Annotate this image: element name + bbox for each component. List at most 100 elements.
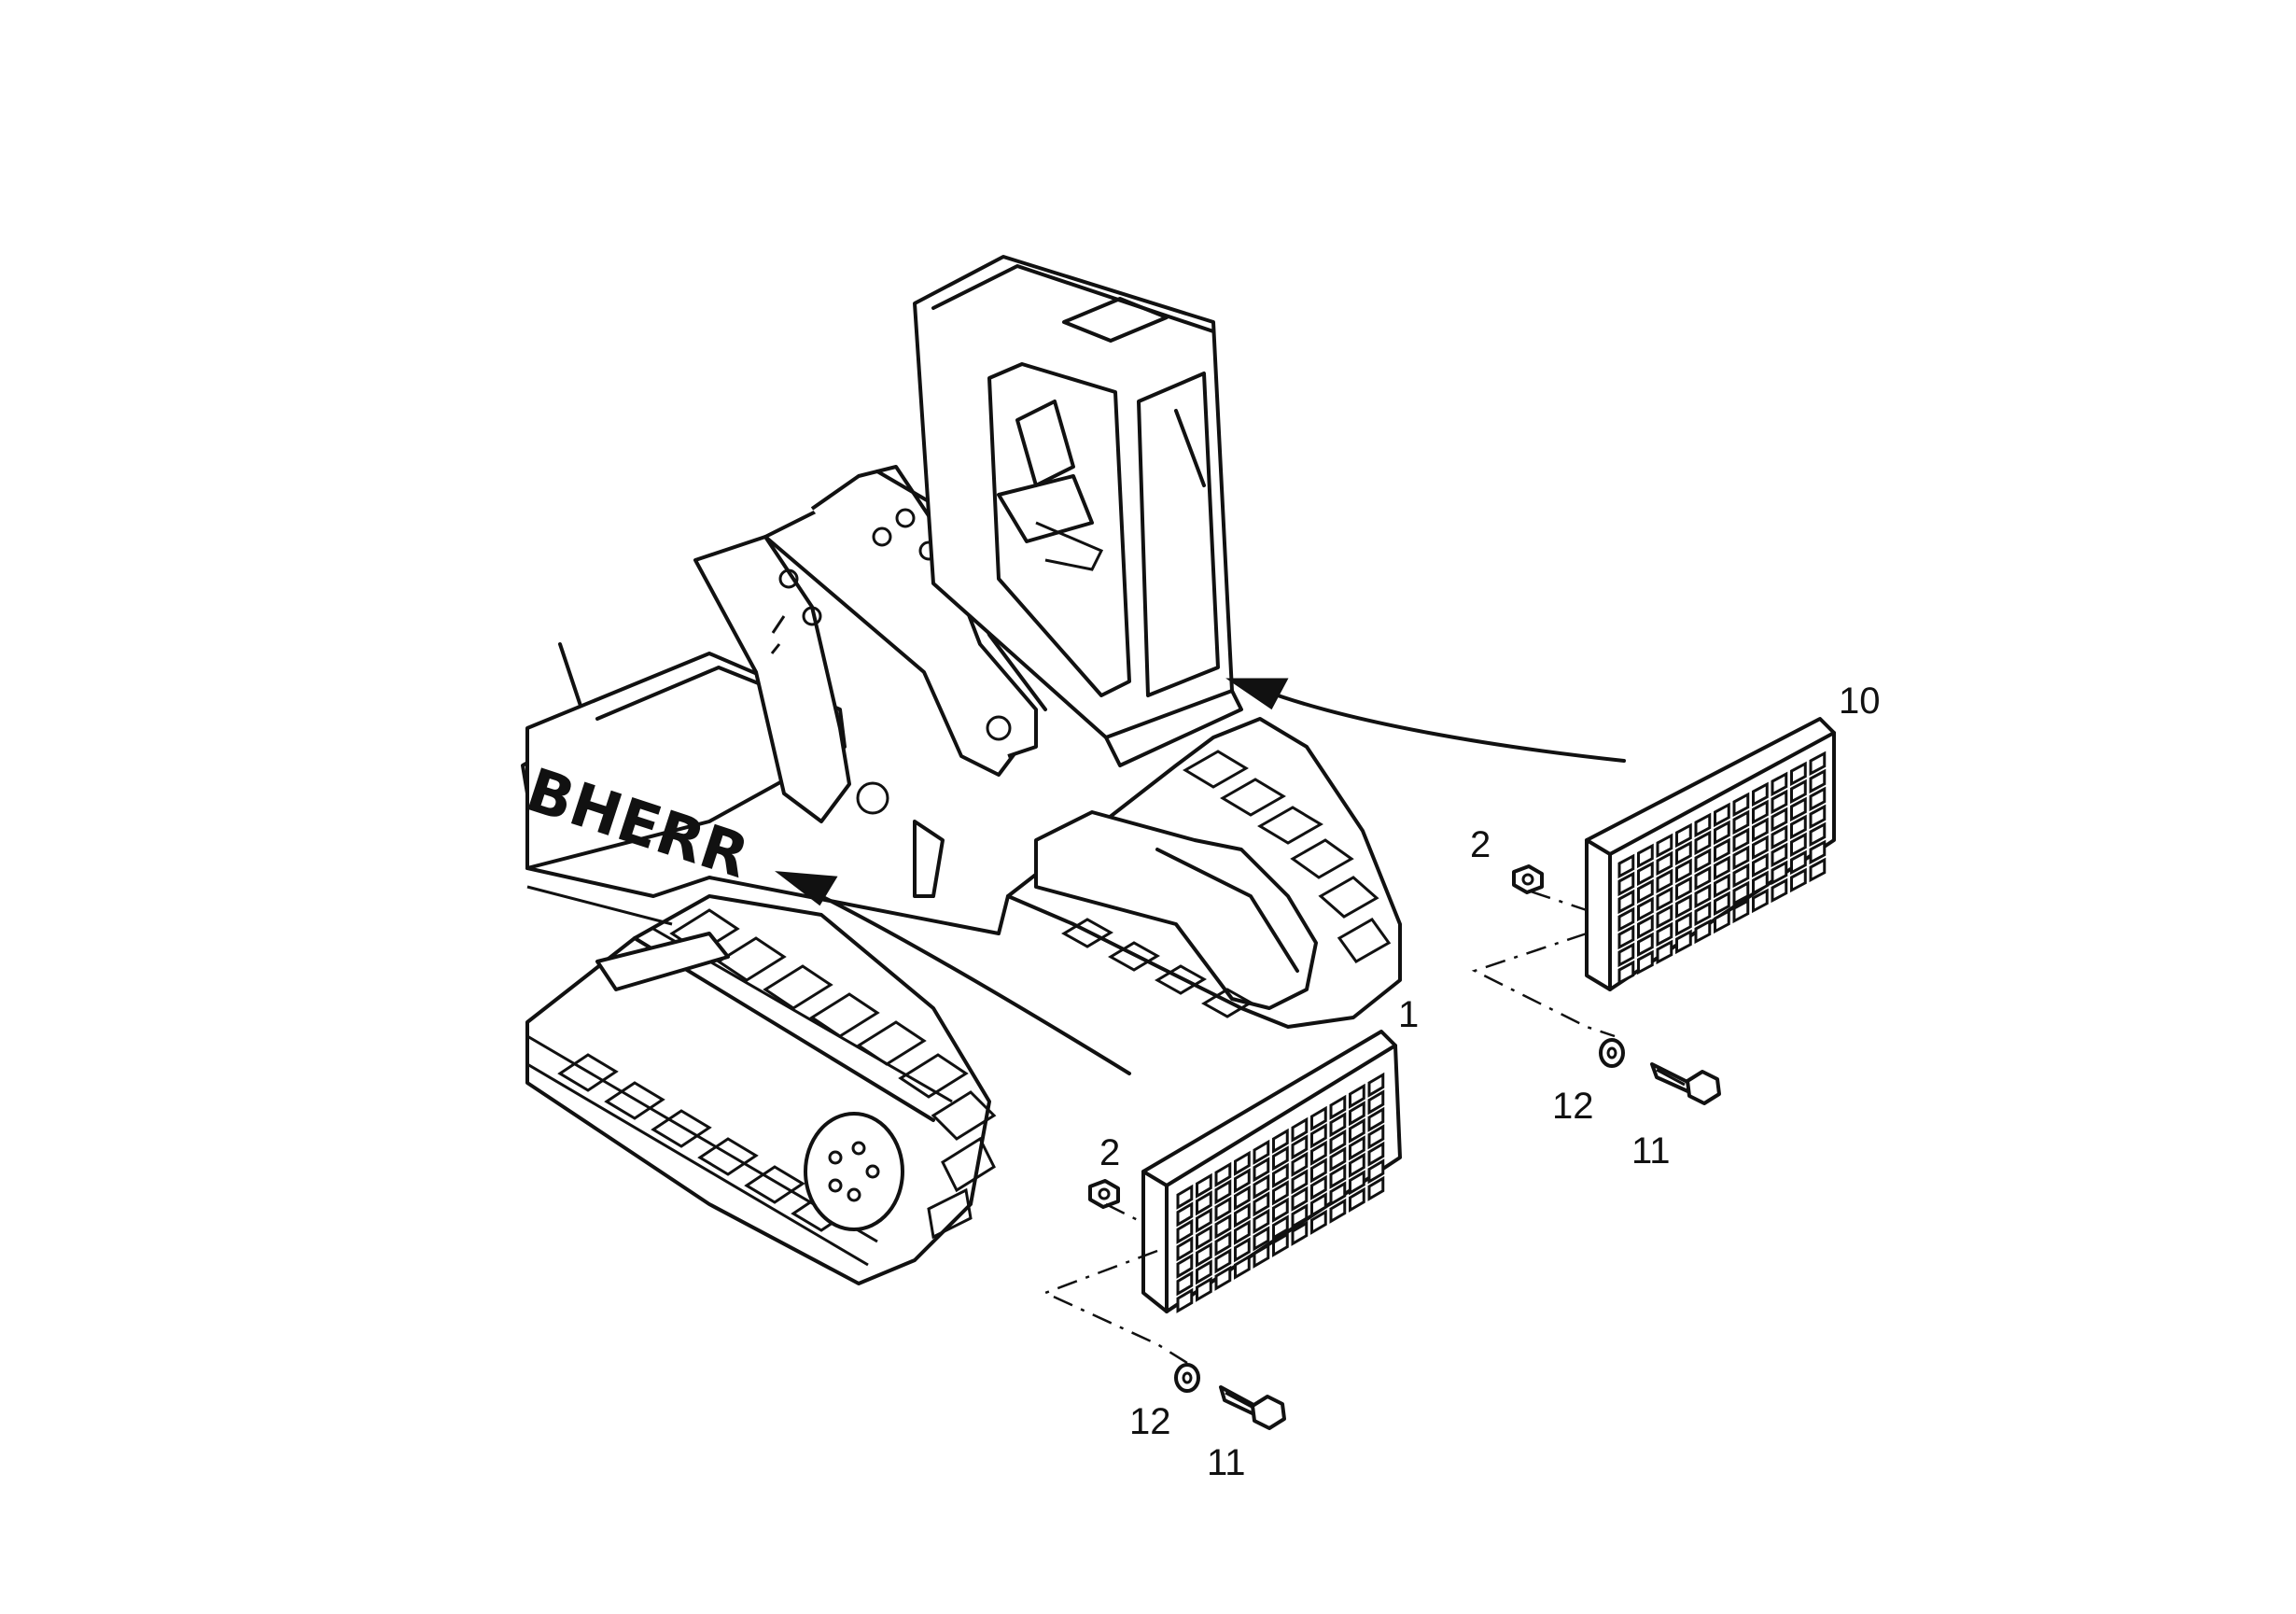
callout-nut-front: 2	[1099, 1132, 1120, 1173]
grille-cell	[1329, 1198, 1347, 1224]
grille-cell	[1176, 1253, 1194, 1279]
right-crawler-track	[1006, 717, 1402, 1029]
grille-cell	[1214, 1214, 1232, 1240]
callout-bolt-rear: 11	[1631, 1130, 1671, 1172]
assembly-line-rear	[1471, 932, 1616, 1038]
operator-cab	[913, 255, 1243, 767]
grille-cell	[1732, 792, 1750, 818]
grille-cell	[1790, 832, 1807, 858]
grille-cell	[1196, 1207, 1212, 1233]
grille-cell	[1771, 789, 1788, 815]
grille-cell	[1176, 1270, 1194, 1297]
grille-cell	[1675, 858, 1692, 884]
grille-cell	[1637, 878, 1654, 905]
grille-cell	[1752, 799, 1769, 825]
grille-cell	[1291, 1169, 1309, 1195]
grille-cell	[1809, 804, 1827, 830]
grille-cell	[1367, 1072, 1385, 1098]
grille-cell	[1675, 911, 1692, 937]
grille-cell	[1291, 1134, 1309, 1160]
grille-cell	[1752, 817, 1769, 843]
grille-cell	[1694, 812, 1712, 838]
grille-front-cells	[1176, 1072, 1385, 1313]
grille-cell	[1637, 949, 1654, 975]
grille-cell	[1656, 904, 1673, 930]
grille-cell	[1675, 876, 1692, 902]
grille-cell	[1637, 896, 1654, 922]
grille-cell	[1349, 1135, 1365, 1161]
grille-cell	[1234, 1254, 1251, 1280]
excavator-drawing: BHERR	[518, 255, 1626, 1285]
grille-cell	[1617, 889, 1635, 915]
grille-cell	[1272, 1214, 1289, 1241]
grille-cell	[1291, 1220, 1309, 1246]
grille-cell	[1367, 1124, 1385, 1150]
grille-cell	[1349, 1170, 1365, 1196]
grille-cell	[1310, 1174, 1327, 1200]
grille-cell	[1272, 1231, 1289, 1257]
grille-cell	[1732, 827, 1750, 853]
grille-cell	[1291, 1151, 1309, 1177]
grille-cell	[1272, 1128, 1289, 1154]
grille-cell	[1714, 908, 1730, 934]
grille-rear	[1585, 717, 1836, 991]
grille-cell	[1752, 781, 1769, 807]
grille-cell	[1234, 1219, 1251, 1245]
grille-cell	[1694, 883, 1712, 909]
grille-cell	[1214, 1248, 1232, 1274]
grille-cell	[1234, 1185, 1251, 1211]
grille-cell	[1196, 1225, 1212, 1251]
grille-cell	[1809, 821, 1827, 848]
grille-cell	[1329, 1181, 1347, 1207]
grille-cell	[1732, 809, 1750, 835]
grille-cell	[1809, 768, 1827, 794]
grille-cell	[1291, 1186, 1309, 1212]
mounting-arrow-rear	[1225, 678, 1626, 763]
bolt-rear	[1650, 1062, 1721, 1105]
grille-cell	[1253, 1173, 1270, 1200]
grille-cell	[1349, 1117, 1365, 1144]
grille-cell	[1790, 779, 1807, 805]
grille-cell	[1234, 1150, 1251, 1176]
grille-cell	[1714, 820, 1730, 846]
grille-cell	[1694, 865, 1712, 891]
grille-cell	[1253, 1191, 1270, 1217]
grille-cell	[1214, 1196, 1232, 1222]
grille-cell	[1617, 942, 1635, 968]
grille-cell	[1291, 1203, 1309, 1229]
grille-cell	[1176, 1201, 1194, 1228]
assembly-line-nut-front	[1105, 1202, 1144, 1225]
grille-cell	[1367, 1141, 1385, 1167]
grille-cell	[1771, 877, 1788, 904]
grille-cell	[1617, 906, 1635, 933]
grille-cell	[1771, 860, 1788, 886]
grille-cell	[1675, 840, 1692, 866]
grille-cell	[1214, 1161, 1232, 1187]
grille-cell	[1234, 1202, 1251, 1228]
grille-cell	[1617, 853, 1635, 879]
grille-cell	[1310, 1123, 1327, 1149]
grille-cell	[1214, 1179, 1232, 1205]
grille-cell	[1656, 850, 1673, 877]
assembly-line-nut-rear	[1530, 890, 1588, 912]
grille-cell	[1272, 1162, 1289, 1188]
grille-cell	[1752, 835, 1769, 861]
grille-cell	[1694, 848, 1712, 874]
callout-washer-front: 12	[1129, 1401, 1171, 1442]
grille-cell	[1310, 1140, 1327, 1166]
grille-cell	[1196, 1276, 1212, 1302]
callout-bolt-front: 11	[1207, 1442, 1246, 1483]
bolt-front	[1219, 1385, 1286, 1430]
grille-cell	[1809, 751, 1827, 777]
grille-cell	[1752, 888, 1769, 914]
nut-rear	[1512, 864, 1544, 894]
grille-cell	[1732, 898, 1750, 924]
grille-cell	[1790, 849, 1807, 876]
nut-front	[1088, 1179, 1120, 1209]
grille-cell	[1349, 1083, 1365, 1109]
grille-cell	[1214, 1265, 1232, 1291]
grille-cell	[1809, 786, 1827, 812]
grille-cell	[1253, 1226, 1270, 1252]
grille-cell	[1809, 839, 1827, 865]
